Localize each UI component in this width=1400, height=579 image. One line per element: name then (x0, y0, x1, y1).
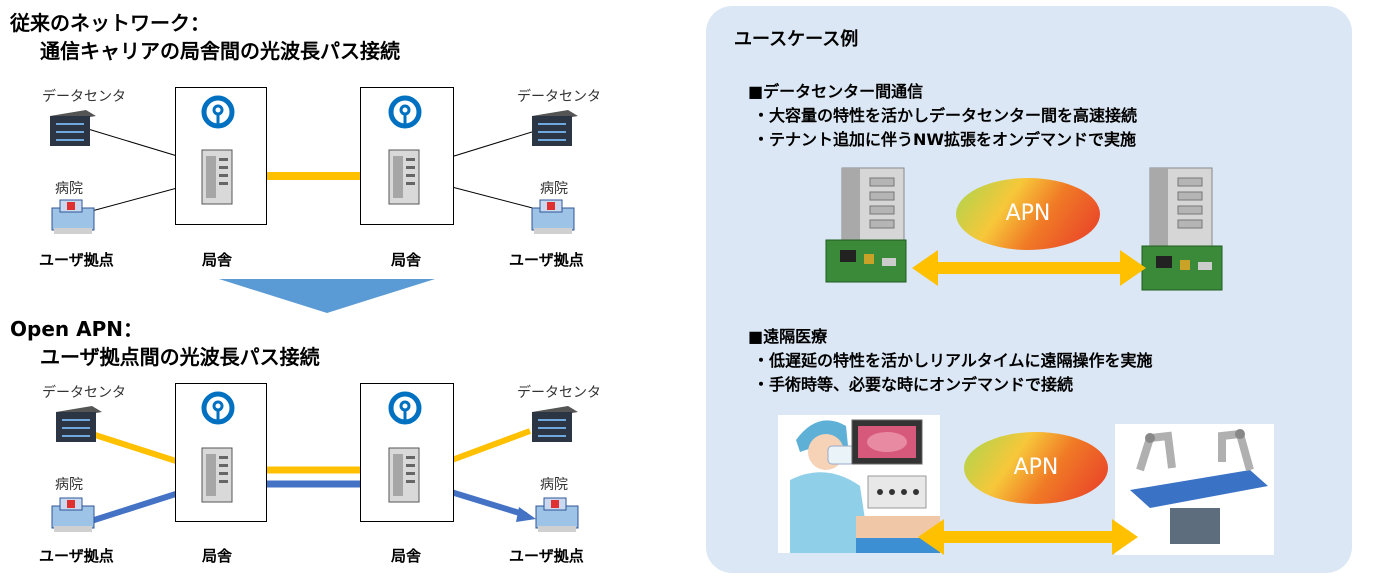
carrier-logo-icon (388, 391, 422, 425)
carrier-logo-icon (201, 391, 235, 425)
hospital-icon (535, 497, 579, 532)
dc-label-right: データセンタ (517, 89, 601, 105)
hospital-label-right: 病院 (540, 477, 568, 493)
datacenter-icon (532, 406, 578, 442)
apn-ellipse: APN (964, 432, 1108, 504)
server-rack-icon (388, 149, 420, 205)
office-label-left: 局舎 (202, 251, 233, 269)
hospital-label-right: 病院 (540, 181, 568, 197)
circuit-board-icon (1141, 245, 1223, 291)
apn-ellipse: APN (956, 178, 1100, 250)
open-apn-heading-line1: Open APN： (10, 317, 143, 341)
hospital-icon (51, 497, 95, 532)
dc-label-right: データセンタ (517, 385, 601, 401)
hospital-icon (51, 199, 95, 234)
server-rack-icon (201, 447, 233, 503)
double-arrow-icon (918, 519, 1138, 555)
hospital-label-left: 病院 (55, 477, 83, 493)
user-site-label-left: ユーザ拠点 (39, 547, 114, 565)
surgical-robot-icon (1115, 424, 1274, 555)
surgeon-icon (778, 415, 940, 553)
server-rack-icon (388, 447, 420, 503)
down-arrow-icon (219, 279, 435, 313)
datacenter-usecase-bullet2: ・テナント追加に伴うNW拡張をオンデマンドで実施 (753, 130, 1137, 149)
datacenter-usecase-heading: ■データセンター間通信 (748, 82, 924, 101)
hospital-icon (531, 199, 575, 234)
circuit-board-icon (825, 239, 907, 283)
office-label-right: 局舎 (391, 251, 422, 269)
carrier-logo-icon (201, 95, 235, 129)
user-site-label-right: ユーザ拠点 (509, 547, 584, 565)
user-site-label-right: ユーザ拠点 (509, 251, 584, 269)
datacenter-icon (532, 110, 578, 146)
remote-medicine-bullet2: ・手術時等、必要な時にオンデマンドで接続 (753, 375, 1074, 394)
traditional-heading-line1: 従来のネットワーク： (10, 11, 210, 35)
dc-label-left: データセンタ (42, 89, 126, 105)
hospital-label-left: 病院 (55, 181, 83, 197)
remote-medicine-heading: ■遠隔医療 (748, 327, 828, 346)
datacenter-icon (56, 406, 102, 442)
office-label-left: 局舎 (202, 547, 233, 565)
user-site-label-left: ユーザ拠点 (39, 251, 114, 269)
use-case-title: ユースケース例 (734, 29, 859, 50)
server-rack-icon (201, 149, 233, 205)
carrier-logo-icon (388, 95, 422, 129)
double-arrow-icon (912, 250, 1146, 286)
open-apn-heading-line2: ユーザ拠点間の光波長パス接続 (40, 345, 320, 369)
datacenter-icon (50, 110, 96, 146)
datacenter-usecase-bullet1: ・大容量の特性を活かしデータセンター間を高速接続 (753, 106, 1138, 125)
office-label-right: 局舎 (391, 547, 422, 565)
dc-label-left: データセンタ (42, 385, 126, 401)
traditional-heading-line2: 通信キャリアの局舎間の光波長パス接続 (40, 39, 400, 63)
remote-medicine-bullet1: ・低遅延の特性を活かしリアルタイムに遠隔操作を実施 (753, 351, 1153, 370)
